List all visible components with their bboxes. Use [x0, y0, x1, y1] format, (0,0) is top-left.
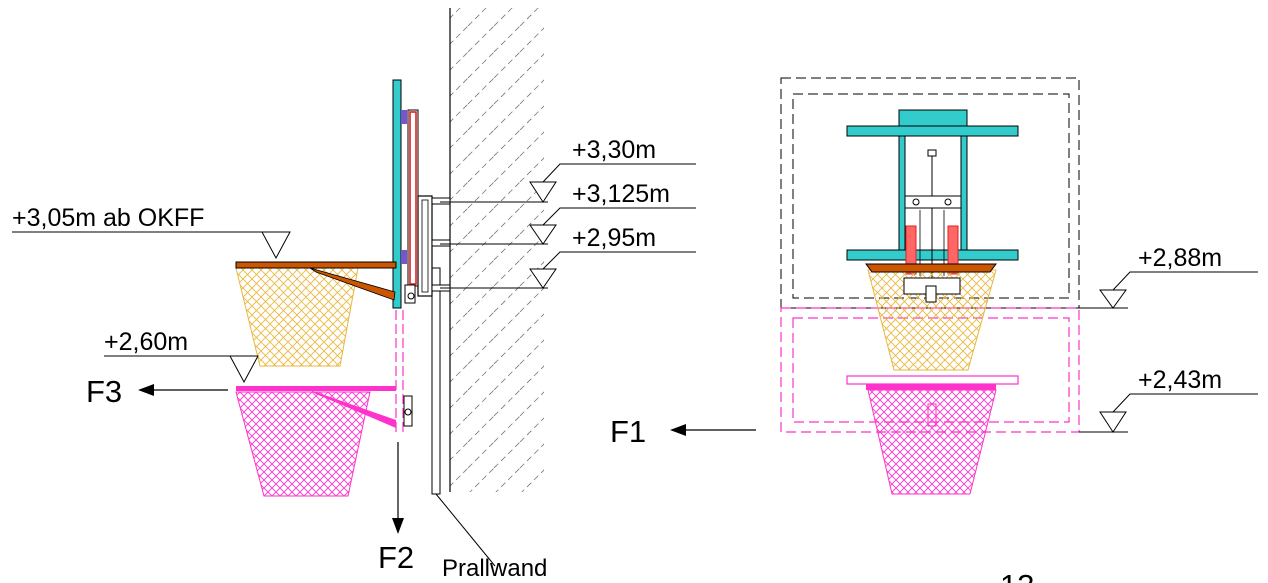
plate-bolt-2 — [944, 198, 952, 206]
basket-lowered-front — [846, 375, 1019, 495]
net-lowered-front — [867, 389, 997, 495]
basket-upper-side — [235, 261, 397, 367]
level-low-label: +2,95m — [572, 224, 656, 252]
bolt-mid — [431, 239, 451, 247]
left-side-view: +3,05m ab OKFF +2,60m +3,30m +3,125m +2,… — [12, 8, 696, 582]
frame-top-bar — [846, 125, 1019, 137]
level-lower-triangle — [1099, 411, 1127, 433]
page-number: 13 — [1000, 568, 1034, 583]
level-top-label: +3,30m — [572, 136, 656, 164]
level-lower-leader — [1112, 393, 1258, 413]
rim-brace-lowered — [310, 390, 396, 428]
force-f3: F3 — [86, 374, 228, 409]
plate-bolt-1 — [912, 198, 920, 206]
level-upper-front: +2,88m — [1079, 244, 1258, 309]
basket-lowered-side — [235, 310, 413, 497]
prallwand-label: Prallwand — [442, 555, 547, 582]
backboard-edge — [392, 79, 402, 309]
rim-lock — [925, 285, 937, 303]
force-f2-label: F2 — [378, 540, 414, 575]
force-f1: F1 — [610, 414, 756, 449]
spring-mechanism — [404, 109, 419, 304]
frame-post-left — [898, 135, 906, 251]
spring-red — [409, 111, 417, 285]
mechanism-foot — [404, 284, 416, 304]
basket-upper-front — [865, 263, 997, 371]
lowered-pin — [404, 408, 412, 416]
level-lowered-triangle — [229, 355, 259, 384]
force-f1-head — [670, 424, 686, 436]
wall — [449, 8, 544, 492]
level-rim-label: +3,05m ab OKFF — [12, 204, 204, 232]
prallwand-panel — [431, 267, 441, 495]
mechanism-pin — [407, 292, 415, 300]
right-front-view: +2,88m +2,43m F1 — [610, 77, 1258, 495]
backboard-clip-top — [401, 110, 407, 124]
rim-lowered-front — [866, 384, 996, 390]
net-upper — [235, 267, 359, 367]
level-top-leader — [542, 163, 696, 183]
rim-lowered — [236, 386, 396, 391]
level-upper-triangle — [1099, 289, 1127, 309]
net-lowered — [235, 391, 371, 497]
rim-upper — [235, 261, 397, 269]
force-f2: F2 — [378, 442, 414, 575]
level-lowered: +2,60m — [104, 328, 259, 384]
level-mid: +3,125m — [440, 180, 696, 245]
force-f3-label: F3 — [86, 374, 122, 409]
bracket-inner — [421, 199, 429, 293]
mechanism-rod-cap — [927, 149, 937, 157]
level-mid-label: +3,125m — [572, 180, 670, 208]
level-low: +2,95m — [440, 224, 696, 289]
level-upper-leader — [1112, 271, 1258, 291]
level-mid-leader — [542, 207, 696, 226]
frame-post-right — [960, 135, 968, 251]
prallwand-leader — [435, 493, 496, 567]
backboard-clip-low — [401, 250, 407, 264]
level-lower-front: +2,43m — [1079, 366, 1258, 433]
lowered-board-bar — [846, 375, 1019, 385]
level-low-leader — [542, 251, 696, 270]
force-f2-head — [392, 518, 404, 534]
rim-upper-front — [865, 263, 997, 273]
force-f1-label: F1 — [610, 414, 646, 449]
lowered-lock — [927, 403, 937, 427]
wall-hatch — [450, 8, 544, 492]
lowered-foot — [403, 395, 413, 427]
force-f3-head — [138, 384, 154, 396]
bolt-top — [431, 197, 451, 205]
level-rim-triangle — [261, 231, 291, 260]
wall-bracket — [417, 195, 451, 297]
backboard-side — [392, 79, 407, 309]
level-upper-label: +2,88m — [1138, 244, 1222, 272]
rim-brace-upper — [309, 267, 396, 301]
level-rim: +3,05m ab OKFF — [12, 204, 291, 260]
bracket-frame — [417, 195, 433, 297]
frame-top-block — [898, 109, 968, 127]
prallwand-plate — [431, 267, 496, 567]
level-lower-label: +2,43m — [1138, 366, 1222, 394]
level-lowered-label: +2,60m — [104, 328, 188, 356]
level-top: +3,30m — [440, 136, 696, 203]
